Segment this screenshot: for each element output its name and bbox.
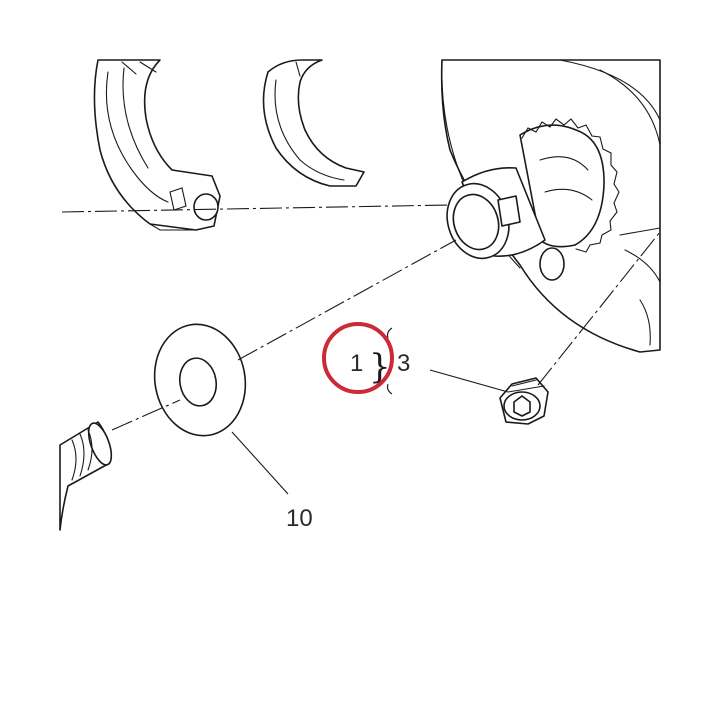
callout-3: 3 — [397, 350, 410, 377]
flange-hole — [539, 247, 565, 281]
bracket-hole — [193, 193, 219, 221]
bracket-top — [386, 327, 393, 339]
spline-teeth — [521, 118, 620, 253]
washer — [153, 323, 247, 437]
shaft-key — [497, 195, 521, 227]
shaft-bore — [452, 193, 500, 251]
washer-hole — [178, 357, 218, 407]
bracket-bottom — [386, 383, 393, 395]
hex-socket — [513, 395, 531, 417]
bearing-shell — [262, 59, 365, 187]
callout-10: 10 — [286, 505, 313, 532]
bolt — [59, 421, 113, 531]
splined-shaft — [446, 118, 620, 260]
leader-lines — [231, 369, 509, 495]
clamp-bracket — [93, 59, 221, 231]
centerlines — [61, 204, 661, 431]
callout-1: 1 — [350, 350, 363, 377]
highlight-circle — [322, 322, 394, 394]
set-screw — [499, 377, 549, 425]
group-brace: } — [369, 347, 391, 387]
